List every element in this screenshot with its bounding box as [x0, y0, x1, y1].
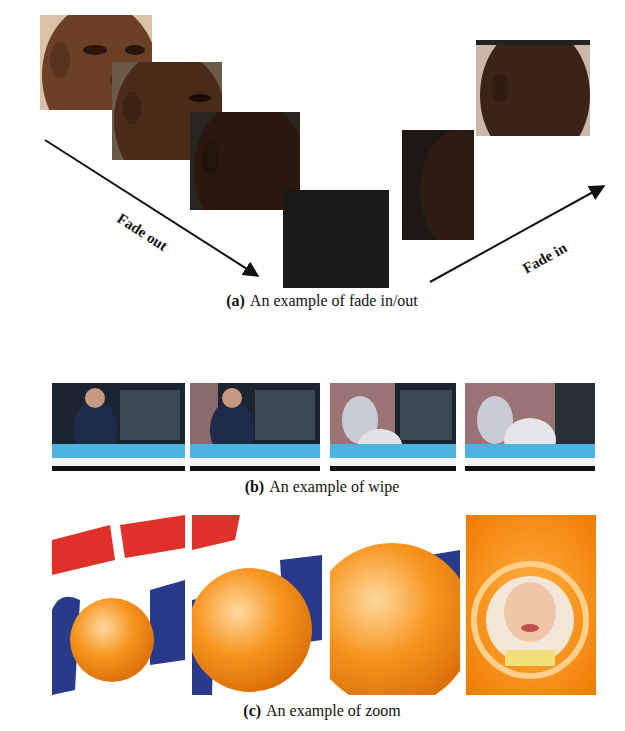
fade-arrow	[430, 186, 604, 282]
video-frame	[465, 383, 595, 471]
subfigure-letter: (b)	[245, 478, 265, 495]
figure-caption: (b)An example of wipe	[245, 478, 400, 496]
video-frame	[52, 383, 185, 471]
figure-caption: (a) An example of fade in/out	[226, 292, 418, 310]
video-frame	[466, 515, 596, 695]
caption-text: An example of fade in/out	[250, 292, 418, 309]
caption-text: An example of wipe	[269, 478, 399, 495]
arrow-label: Fade out	[114, 210, 170, 255]
subfigure-letter: (c)	[243, 702, 261, 719]
subfigure-letter: (a)	[226, 292, 245, 309]
video-frame	[330, 383, 456, 471]
caption-text: An example of zoom	[266, 702, 401, 719]
video-frame	[192, 515, 322, 695]
video-frame	[190, 383, 320, 471]
video-frame	[112, 62, 222, 160]
video-frame	[402, 130, 474, 240]
video-frame	[283, 190, 389, 288]
video-frame	[330, 515, 460, 695]
arrow-label: Fade in	[520, 239, 570, 277]
figure-caption: (c) An example of zoom	[243, 702, 400, 720]
video-frame	[52, 515, 185, 695]
video-frame	[476, 40, 590, 136]
fade-arrow	[45, 140, 258, 276]
